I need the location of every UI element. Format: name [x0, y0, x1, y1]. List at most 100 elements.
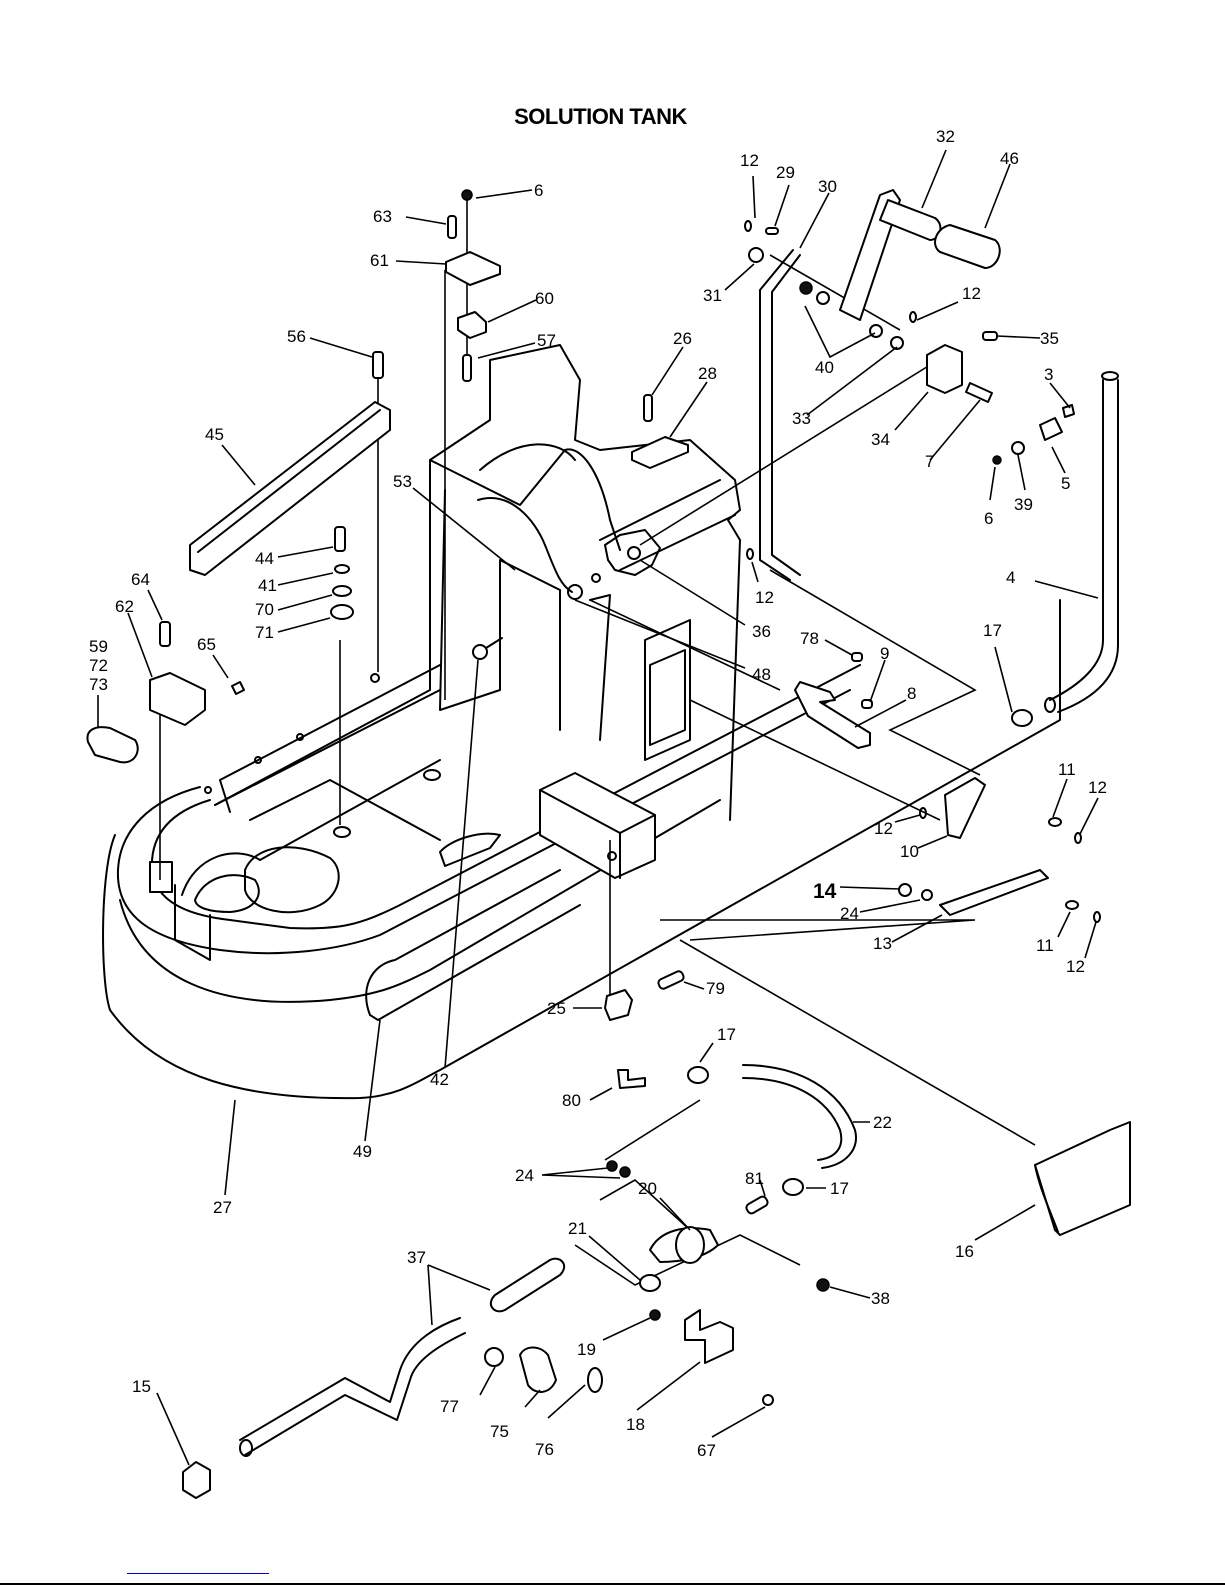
- callout: 7: [925, 452, 934, 471]
- callout: 13: [873, 934, 892, 953]
- callout: 59: [89, 637, 108, 656]
- slide-28: [632, 437, 688, 468]
- callout: 80: [562, 1091, 581, 1110]
- callout: 6: [984, 509, 993, 528]
- fitting-21: [640, 1275, 660, 1291]
- callout: 18: [626, 1415, 645, 1434]
- callout: 67: [697, 1441, 716, 1460]
- callout: 17: [983, 621, 1002, 640]
- callout: 24: [515, 1166, 534, 1185]
- callout: 72: [89, 656, 108, 675]
- callout: 63: [373, 207, 392, 226]
- callout: 17: [830, 1179, 849, 1198]
- callout: 9: [880, 644, 889, 663]
- callout: 24: [840, 904, 859, 923]
- callout: 53: [393, 472, 412, 491]
- callout: 64: [131, 570, 150, 589]
- block-34: [927, 345, 962, 393]
- bracket-8: [795, 682, 870, 748]
- callout: 12: [755, 588, 774, 607]
- callout: 45: [205, 425, 224, 444]
- callout: 4: [1006, 568, 1015, 587]
- callout: 6: [534, 181, 543, 200]
- solution-tank-body: [103, 345, 1060, 1098]
- nut-77: [485, 1348, 503, 1366]
- callout: 25: [547, 999, 566, 1018]
- callout: 37: [407, 1248, 426, 1267]
- callout: 46: [1000, 149, 1019, 168]
- callout: 81: [745, 1169, 764, 1188]
- callout: 17: [717, 1025, 736, 1044]
- callout: 44: [255, 549, 274, 568]
- screw-64: [160, 622, 170, 646]
- callout: 40: [815, 358, 834, 377]
- hose-22: [743, 1065, 856, 1168]
- bracket-18: [685, 1310, 733, 1363]
- callout: 76: [535, 1440, 554, 1459]
- callout: 79: [706, 979, 725, 998]
- clamp-60: [458, 312, 486, 338]
- callout: 41: [258, 576, 277, 595]
- hose-clamp-17: [1012, 710, 1032, 726]
- tank-window: [645, 620, 690, 760]
- callout: 35: [1040, 329, 1059, 348]
- callout: 48: [752, 665, 771, 684]
- callout: 16: [955, 1242, 974, 1261]
- screw-26: [644, 395, 652, 421]
- callout: 20: [638, 1179, 657, 1198]
- callout: 36: [752, 622, 771, 641]
- callout: 26: [673, 329, 692, 348]
- callout: 42: [430, 1070, 449, 1089]
- footer-link[interactable]: [127, 1573, 269, 1574]
- callout: 12: [962, 284, 981, 303]
- callout: 12: [1088, 778, 1107, 797]
- callout: 11: [1058, 760, 1076, 779]
- callout: 12: [874, 819, 893, 838]
- knob-59: [87, 727, 137, 762]
- callout: 73: [89, 675, 108, 694]
- elbow-15: [183, 1462, 210, 1498]
- callout: 28: [698, 364, 717, 383]
- callout: 78: [800, 629, 819, 648]
- callout: 60: [535, 289, 554, 308]
- callout: 21: [568, 1219, 587, 1238]
- fitting-25: [605, 990, 632, 1020]
- callout: 10: [900, 842, 919, 861]
- fitting-79: [657, 970, 685, 990]
- callout: 49: [353, 1142, 372, 1161]
- callout: 30: [818, 177, 837, 196]
- callout: 15: [132, 1377, 151, 1396]
- callout: 32: [936, 127, 955, 146]
- plate-10: [945, 778, 985, 838]
- callout: 27: [213, 1198, 232, 1217]
- callout: 12: [1066, 957, 1085, 976]
- callout: 33: [792, 409, 811, 428]
- callout: 12: [740, 151, 759, 170]
- callout: 29: [776, 163, 795, 182]
- plate-61: [446, 252, 500, 285]
- pipe-37-long: [245, 1333, 465, 1455]
- callout: 71: [255, 623, 274, 642]
- bolt-56: [373, 352, 383, 378]
- clamp-75: [520, 1348, 556, 1392]
- screw-63: [448, 216, 456, 238]
- callout: 65: [197, 635, 216, 654]
- callout: 22: [873, 1113, 892, 1132]
- callout: 77: [440, 1397, 459, 1416]
- callout: 75: [490, 1422, 509, 1441]
- washer-6: [462, 190, 472, 200]
- tank-rim-bracket: [150, 862, 172, 892]
- pedal-grip-46: [935, 225, 1000, 268]
- callout: 5: [1061, 474, 1070, 493]
- callout: 11: [1036, 936, 1054, 955]
- callout: 62: [115, 597, 134, 616]
- part-16: [1035, 1122, 1130, 1235]
- callout: 31: [703, 286, 722, 305]
- bolt-44: [335, 527, 345, 551]
- pipe-37-short: [491, 1259, 564, 1312]
- bracket-62: [150, 673, 205, 725]
- callout: 14: [813, 880, 837, 903]
- link-13: [940, 870, 1048, 915]
